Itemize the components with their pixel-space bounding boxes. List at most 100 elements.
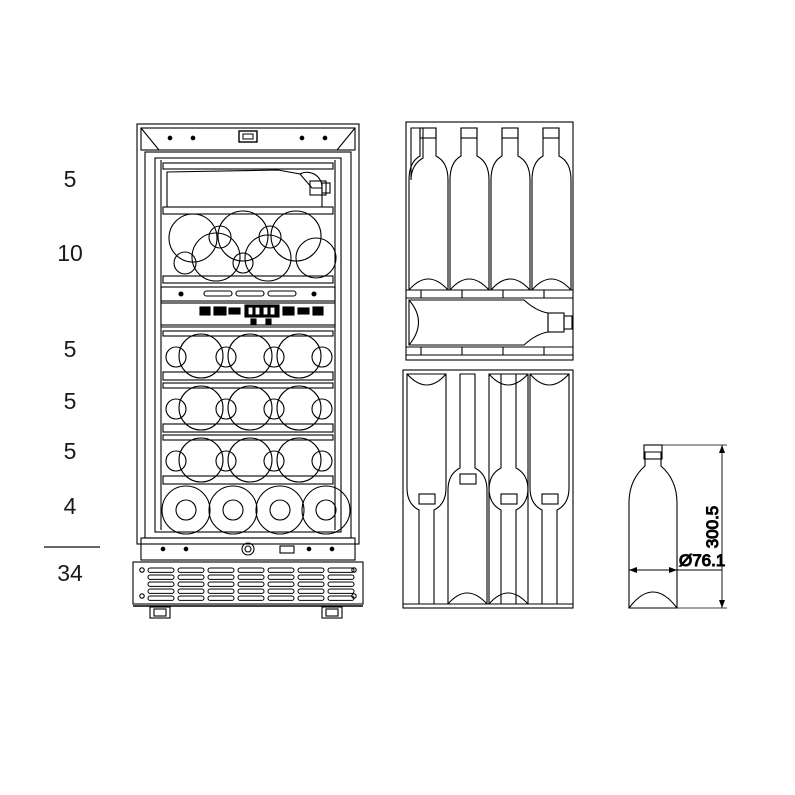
bottle-circle-large [244, 234, 292, 282]
control-panel[interactable] [160, 302, 336, 328]
bottle-circle-small [263, 450, 285, 472]
shelf-rail-3 [162, 330, 334, 337]
panel-button-left-3[interactable] [228, 307, 241, 315]
plan-bottle-capsule [500, 493, 518, 505]
panel-button-right-3[interactable] [312, 306, 324, 316]
plan-upper-bottles [408, 127, 572, 291]
bottle-circle-large [178, 437, 224, 483]
latch-plate [279, 545, 295, 554]
shelf-rail-4 [162, 382, 334, 389]
shelf-row-10 [162, 210, 337, 284]
bottle-circle-small [311, 398, 333, 420]
arrow-down [719, 600, 725, 608]
grille-slot [237, 574, 265, 580]
shelf-row-5-a [162, 330, 334, 381]
plan-bottle-punt [406, 373, 447, 386]
bottle-circle-inner [269, 499, 291, 521]
grille-slot [267, 567, 295, 573]
plan-bottle-punt [447, 592, 488, 605]
grille-slot [147, 567, 175, 573]
shelf-divider-bar [160, 286, 336, 302]
bottle-circle-large [276, 333, 322, 379]
display-digit [247, 306, 254, 316]
bottle-circle-inner [175, 499, 197, 521]
miter-top-right [336, 127, 356, 151]
plan-bottle-1 [408, 127, 449, 291]
lock-keyhole [244, 545, 252, 553]
shelf-plate-4 [162, 423, 334, 433]
plan-bottle-capsule [460, 127, 478, 139]
grille-slot [207, 595, 235, 601]
grille-slot [207, 567, 235, 573]
bottle-circle-large [227, 437, 273, 483]
bottle-circle-small [208, 225, 232, 249]
bottle-circle-inner [222, 499, 244, 521]
grille-slot [327, 574, 355, 580]
foot-left [149, 606, 171, 619]
fascia-plate [140, 537, 356, 561]
plan-bottle-5-punt [408, 299, 420, 346]
foot-right [321, 606, 343, 619]
grille-slot [267, 581, 295, 587]
grille-slot [297, 567, 325, 573]
ventilation-grille [132, 561, 364, 605]
grille-slot [177, 588, 205, 594]
grille-slot [177, 567, 205, 573]
grille-slot [237, 581, 265, 587]
door-handle[interactable] [238, 130, 258, 143]
diameter-dimension: Ø76.1 [628, 520, 726, 575]
grille-slot [297, 574, 325, 580]
indicator-led [265, 318, 272, 325]
indicator-led [250, 318, 257, 325]
vent-slot [235, 290, 265, 297]
bottle-punt [628, 591, 678, 609]
bottle-circle-large [208, 485, 258, 535]
plan-bottle-punt [408, 278, 449, 291]
panel-button-right-1[interactable] [282, 306, 295, 316]
panel-button-right-2[interactable] [297, 307, 310, 315]
grille-frame [132, 561, 364, 605]
screw-dot [306, 546, 312, 552]
arrow-right [669, 567, 677, 573]
grille-slot [207, 588, 235, 594]
panel-button-left-2[interactable] [213, 306, 227, 316]
plan-bottle-capsule [418, 493, 436, 505]
plan-bottle-punt [529, 373, 570, 386]
capacity-value-3: 5 [64, 388, 77, 414]
shelf-row-5-b [162, 382, 334, 433]
height-dimension: 300.5 [661, 444, 727, 609]
bottle-circle-large [227, 333, 273, 379]
grille-slot [177, 595, 205, 601]
detail-bottle-outline [628, 444, 678, 609]
grille-slot [267, 588, 295, 594]
miter-top-left [140, 127, 160, 151]
capacity-value-2: 5 [64, 336, 77, 362]
display-digit [269, 306, 276, 316]
cabinet-feet [133, 605, 363, 619]
plan-bottle-5-capsule [563, 315, 573, 330]
panel-button-left-1[interactable] [199, 306, 211, 316]
height-dimension-label: 300.5 [703, 506, 722, 549]
bottle-circle-large [178, 333, 224, 379]
bottle-circle-small [232, 252, 254, 274]
grille-slot [237, 567, 265, 573]
vent-slot [203, 290, 233, 297]
shelf-plate-5 [162, 475, 334, 485]
bottle-circle-small [165, 346, 187, 368]
bottle-circle-large [191, 232, 241, 282]
grille-slot [267, 574, 295, 580]
plan-bottle-capsule [459, 473, 477, 485]
bottle-circle-small [263, 398, 285, 420]
plan-bottle-capsule [541, 493, 559, 505]
screw-dot [311, 291, 317, 297]
bottle-circle-small [165, 450, 187, 472]
plan-bottle-punt [488, 373, 529, 386]
grille-slot [177, 581, 205, 587]
grille-slot [327, 567, 355, 573]
bottle-circle-large [276, 385, 322, 431]
grille-slot [297, 588, 325, 594]
cabinet-outer-frame [136, 123, 360, 545]
display-digit [254, 306, 261, 316]
